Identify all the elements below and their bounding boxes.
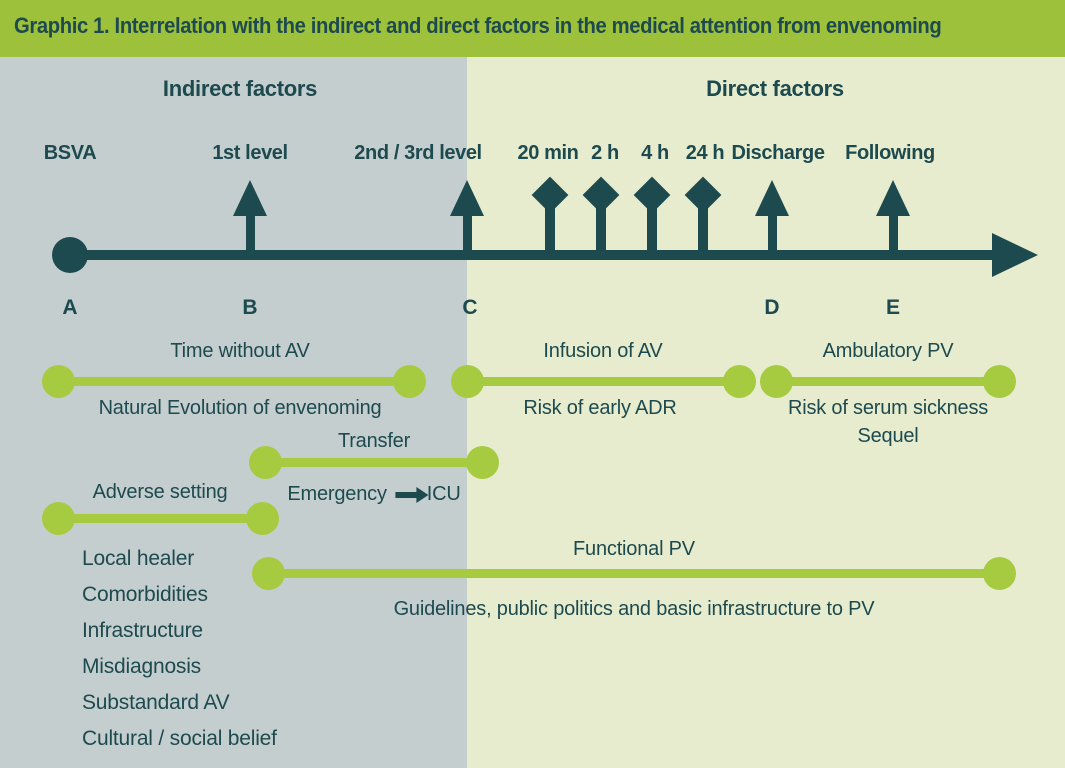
diamond-head — [531, 176, 569, 214]
diamond-marker-20min — [531, 176, 569, 252]
bar-endpoint — [466, 446, 499, 479]
arrow-stem — [767, 216, 777, 252]
label-sequel: Sequel — [857, 425, 919, 447]
stage-label-4h: 4 h — [641, 142, 669, 164]
list-item: Comorbidities — [82, 583, 208, 606]
pin-stem — [596, 207, 606, 252]
pin-stem — [647, 207, 657, 252]
pin-stem — [698, 207, 708, 252]
list-item: Local healer — [82, 547, 195, 570]
bar-endpoint — [42, 502, 75, 535]
stage-label-1st-level: 1st level — [212, 142, 288, 164]
arrow-stem — [888, 216, 898, 252]
bar-endpoint — [249, 446, 282, 479]
range-bar-transfer — [249, 446, 499, 479]
point-letter-e: E — [885, 296, 901, 319]
label-emergency: Emergency — [287, 483, 387, 505]
bar-endpoint — [42, 365, 75, 398]
section-header-direct: Direct factors — [706, 76, 844, 101]
right-arrow-icon — [395, 486, 429, 503]
arrow-stem — [245, 216, 255, 252]
arrow-up-marker-2nd-3rd-level — [450, 180, 484, 252]
bar-endpoint — [983, 365, 1016, 398]
stage-label-discharge: Discharge — [731, 142, 825, 164]
point-letter-b: B — [242, 296, 258, 319]
title-bar: Graphic 1. Interrelation with the indire… — [0, 0, 1065, 57]
figure-title: Graphic 1. Interrelation with the indire… — [14, 13, 942, 38]
stage-label-2nd-3rd-level: 2nd / 3rd level — [354, 142, 482, 164]
diamond-marker-2h — [582, 176, 620, 252]
bar-endpoint — [723, 365, 756, 398]
list-item: Misdiagnosis — [82, 655, 201, 678]
axis-arrowhead-icon — [992, 233, 1038, 277]
list-item: Infrastructure — [82, 619, 203, 642]
indirect-risk-list: Local healer Comorbidities Infrastructur… — [82, 541, 277, 757]
bar-endpoint — [393, 365, 426, 398]
arrow-head — [450, 180, 484, 216]
diamond-marker-4h — [633, 176, 671, 252]
arrow-head — [755, 180, 789, 216]
range-bar-infusion-of-av — [451, 365, 756, 398]
range-bar-functional-pv — [252, 557, 1016, 590]
diamond-marker-24h — [684, 176, 722, 252]
start-dot-marker — [52, 237, 88, 273]
bar-endpoint — [983, 557, 1016, 590]
range-bar-adverse-setting — [42, 502, 279, 535]
point-letter-a: A — [62, 296, 78, 319]
diamond-head — [582, 176, 620, 214]
section-header-indirect: Indirect factors — [162, 76, 318, 101]
arrow-stem — [462, 216, 472, 252]
label-icu: ICU — [426, 483, 461, 505]
stage-label-bsva: BSVA — [43, 142, 97, 164]
label-infusion-of-av: Infusion of AV — [543, 340, 663, 362]
label-risk-early-adr: Risk of early ADR — [523, 397, 677, 419]
point-letter-d: D — [764, 296, 780, 319]
point-letter-c: C — [462, 296, 478, 319]
list-item: Substandard AV — [82, 691, 230, 714]
bar-endpoint — [760, 365, 793, 398]
arrow-up-marker-1st-level — [233, 180, 267, 252]
label-functional-pv: Functional PV — [573, 538, 695, 560]
arrow-head — [233, 180, 267, 216]
timeline-axis — [70, 250, 995, 260]
range-bar-ambulatory-pv — [760, 365, 1016, 398]
label-emergency-to-icu: Emergency ICU — [287, 483, 460, 506]
range-bar-time-without-av — [42, 365, 426, 398]
label-time-without-av: Time without AV — [170, 340, 310, 362]
label-adverse-setting: Adverse setting — [92, 481, 228, 503]
label-guidelines: Guidelines, public politics and basic in… — [393, 598, 875, 620]
arrow-up-marker-following — [876, 180, 910, 252]
label-transfer: Transfer — [337, 430, 411, 452]
bar-endpoint — [451, 365, 484, 398]
bar-endpoint — [252, 557, 285, 590]
diamond-head — [633, 176, 671, 214]
direct-factors-panel — [467, 57, 1065, 768]
label-risk-serum-sickness: Risk of serum sickness — [787, 397, 989, 419]
arrow-up-marker-discharge — [755, 180, 789, 252]
diamond-head — [684, 176, 722, 214]
stage-label-20min: 20 min — [517, 142, 579, 164]
list-item: Cultural / social belief — [82, 727, 277, 750]
pin-stem — [545, 207, 555, 252]
stage-label-2h: 2 h — [591, 142, 619, 164]
stage-label-following: Following — [845, 142, 935, 164]
bar-endpoint — [246, 502, 279, 535]
stage-label-24h: 24 h — [685, 142, 725, 164]
arrow-head — [876, 180, 910, 216]
indirect-factors-panel — [0, 57, 467, 768]
label-ambulatory-pv: Ambulatory PV — [822, 340, 954, 362]
label-natural-evolution: Natural Evolution of envenoming — [98, 397, 382, 419]
